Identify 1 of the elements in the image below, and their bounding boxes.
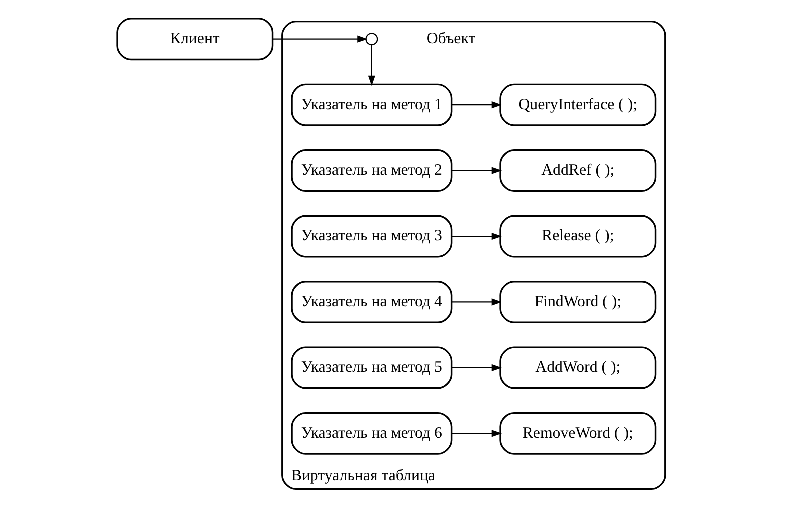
node-label: Объект — [426, 30, 476, 48]
